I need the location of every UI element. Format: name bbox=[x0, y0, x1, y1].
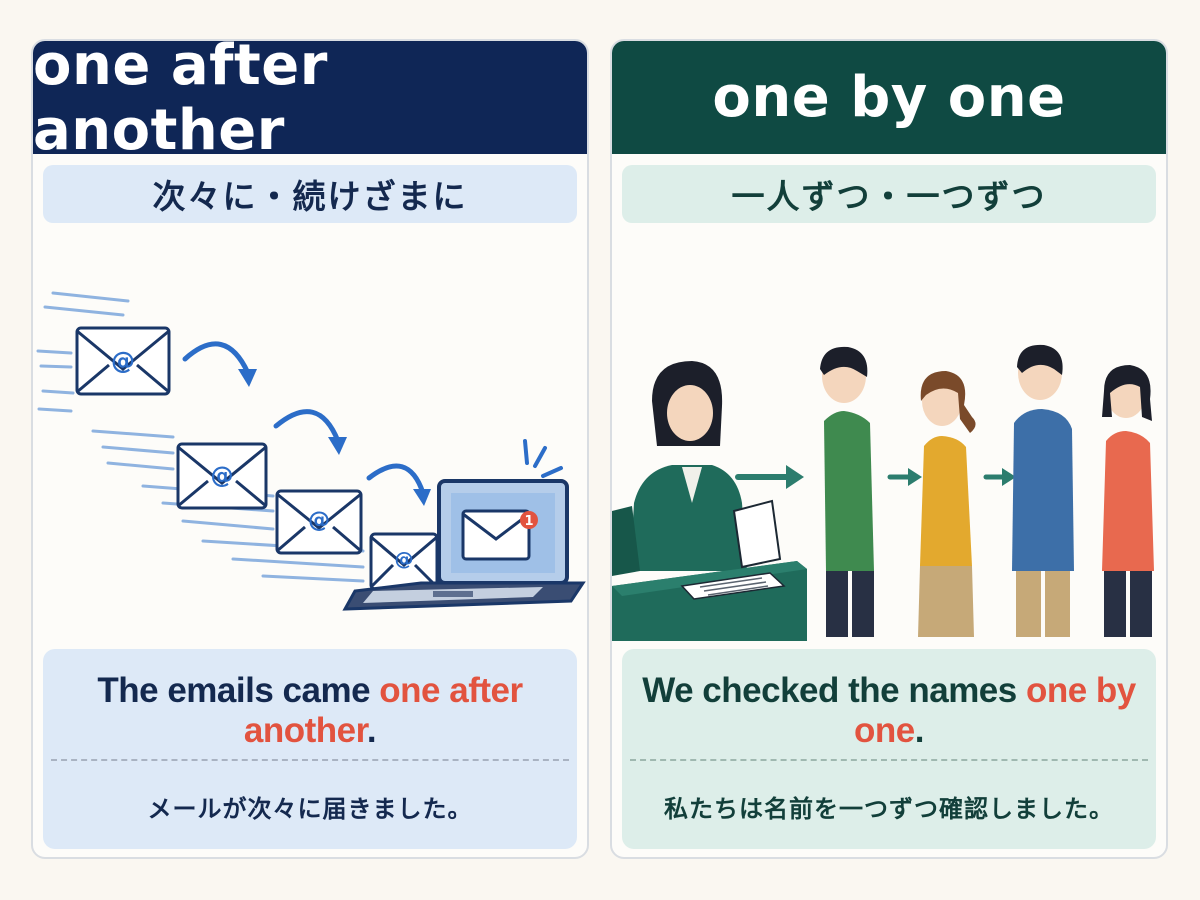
highlight-phrase: one by one bbox=[854, 671, 1136, 750]
example-sentence-ja: メールが次々に届きました。 bbox=[147, 795, 473, 823]
dashed-divider bbox=[630, 759, 1148, 761]
at-sign-icon: @ bbox=[308, 508, 330, 533]
example-box: We checked the names one by one. 私たちは名前を… bbox=[622, 649, 1156, 849]
laptop-icon bbox=[342, 479, 586, 611]
card-title: one by one bbox=[612, 41, 1166, 154]
at-sign-icon: @ bbox=[211, 463, 234, 489]
example-sentence-en: The emails came one after another. bbox=[97, 671, 523, 750]
paper-icon bbox=[732, 499, 782, 569]
person-figure bbox=[918, 371, 976, 637]
envelope-icon bbox=[275, 489, 363, 555]
receptionist-figure bbox=[612, 361, 772, 576]
person-figure bbox=[820, 346, 874, 637]
arrow-right-icon bbox=[735, 465, 1016, 489]
at-sign-icon: @ bbox=[395, 548, 414, 570]
card-one-by-one: one by one 一人ずつ・一つずつ bbox=[610, 39, 1168, 859]
person-figure bbox=[1102, 365, 1154, 637]
dashed-divider bbox=[51, 759, 569, 761]
envelope-icon bbox=[176, 442, 268, 510]
example-sentence-ja: 私たちは名前を一つずつ確認しました。 bbox=[664, 795, 1114, 823]
desk-icon bbox=[612, 561, 807, 641]
notification-badge-icon: 1 bbox=[520, 511, 538, 529]
card-title: one after another bbox=[33, 41, 587, 163]
card-one-after-another: one after another 次々に・続けざまに @ @ bbox=[31, 39, 589, 859]
person-figure bbox=[1012, 344, 1074, 637]
svg-text:1: 1 bbox=[524, 514, 533, 529]
highlight-phrase: one after another bbox=[243, 671, 523, 750]
envelope-icon bbox=[369, 532, 439, 591]
at-sign-icon: @ bbox=[111, 347, 135, 375]
curved-arrow-icon bbox=[182, 341, 426, 496]
example-box: The emails came one after another. メールが次… bbox=[43, 649, 577, 849]
example-sentence-en: We checked the names one by one. bbox=[642, 671, 1136, 750]
meaning-label: 次々に・続けざまに bbox=[43, 165, 577, 223]
emails-illustration: @ @ @ @ bbox=[36, 291, 586, 611]
meaning-label: 一人ずつ・一つずつ bbox=[622, 165, 1156, 223]
queue-illustration bbox=[612, 344, 1154, 641]
envelope-icon bbox=[75, 326, 171, 396]
